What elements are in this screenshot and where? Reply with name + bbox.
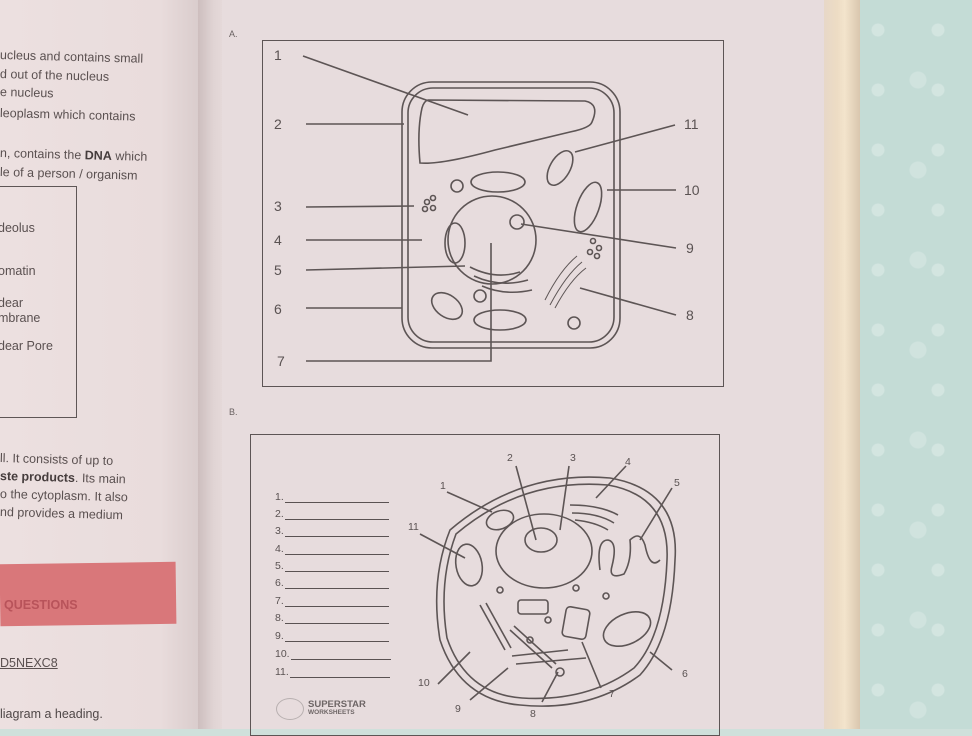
left-page: ucleus and contains small d out of the n… (0, 0, 200, 729)
plant-label-2: 2 (274, 116, 282, 132)
plant-label-1: 1 (274, 47, 282, 63)
animal-label-11: 11 (408, 521, 419, 533)
book-page-edge (822, 0, 860, 729)
plant-label-8: 8 (686, 307, 694, 323)
animal-label-4: 4 (625, 456, 631, 468)
section-a-letter: A. (229, 29, 238, 39)
animal-label-7: 7 (609, 688, 615, 700)
animal-label-9: 9 (455, 703, 461, 715)
plant-label-3: 3 (274, 198, 282, 214)
animal-label-10: 10 (418, 677, 430, 689)
logo-emblem-icon (276, 698, 304, 720)
answer-line-4[interactable]: 4. (275, 543, 389, 555)
instruction-text: liagram a heading. (0, 707, 103, 721)
plant-label-10: 10 (684, 182, 700, 198)
plant-label-9: 9 (686, 240, 694, 256)
animal-label-6: 6 (682, 668, 688, 680)
plant-cell-diagram-box (262, 40, 724, 387)
answer-line-1[interactable]: 1. (275, 491, 389, 503)
answer-line-2[interactable]: 2. (275, 508, 389, 520)
label-nucleolus: deolus (0, 221, 35, 235)
answer-line-6[interactable]: 6. (275, 577, 389, 589)
plant-label-11: 11 (684, 116, 699, 132)
animal-label-2: 2 (507, 452, 513, 464)
label-membrane: mbrane (0, 311, 41, 325)
book-gutter (198, 0, 224, 729)
label-chromatin: omatin (0, 264, 36, 278)
background-cloth (858, 0, 972, 729)
plant-label-7: 7 (277, 353, 285, 369)
plant-label-5: 5 (274, 262, 282, 278)
answer-line-5[interactable]: 5. (275, 560, 389, 572)
logo-line-2: WORKSHEETS (308, 709, 355, 716)
questions-heading: QUESTIONS (4, 598, 78, 612)
answer-line-9[interactable]: 9. (275, 630, 389, 642)
nucleus-labels-box: deolus omatin dear mbrane dear Pore (0, 186, 77, 418)
animal-label-5: 5 (674, 477, 680, 489)
answer-line-7[interactable]: 7. (275, 595, 389, 607)
superstar-worksheets-logo: SUPERSTAR WORKSHEETS (276, 698, 366, 720)
section-b-letter: B. (229, 407, 238, 417)
answer-line-10[interactable]: 10. (275, 648, 391, 660)
answer-line-8[interactable]: 8. (275, 612, 389, 624)
animal-label-1: 1 (440, 480, 446, 492)
logo-line-1: SUPERSTAR (308, 699, 366, 710)
code-link[interactable]: D5NEXC8 (0, 656, 58, 670)
answer-line-3[interactable]: 3. (275, 525, 389, 537)
plant-label-4: 4 (274, 232, 282, 248)
label-nuclear: dear (0, 296, 24, 310)
answer-line-11[interactable]: 11. (275, 666, 390, 678)
label-nuclear-pore: dear Pore (0, 339, 53, 353)
animal-label-3: 3 (570, 452, 576, 464)
animal-label-8: 8 (530, 708, 536, 720)
plant-label-6: 6 (274, 301, 282, 317)
